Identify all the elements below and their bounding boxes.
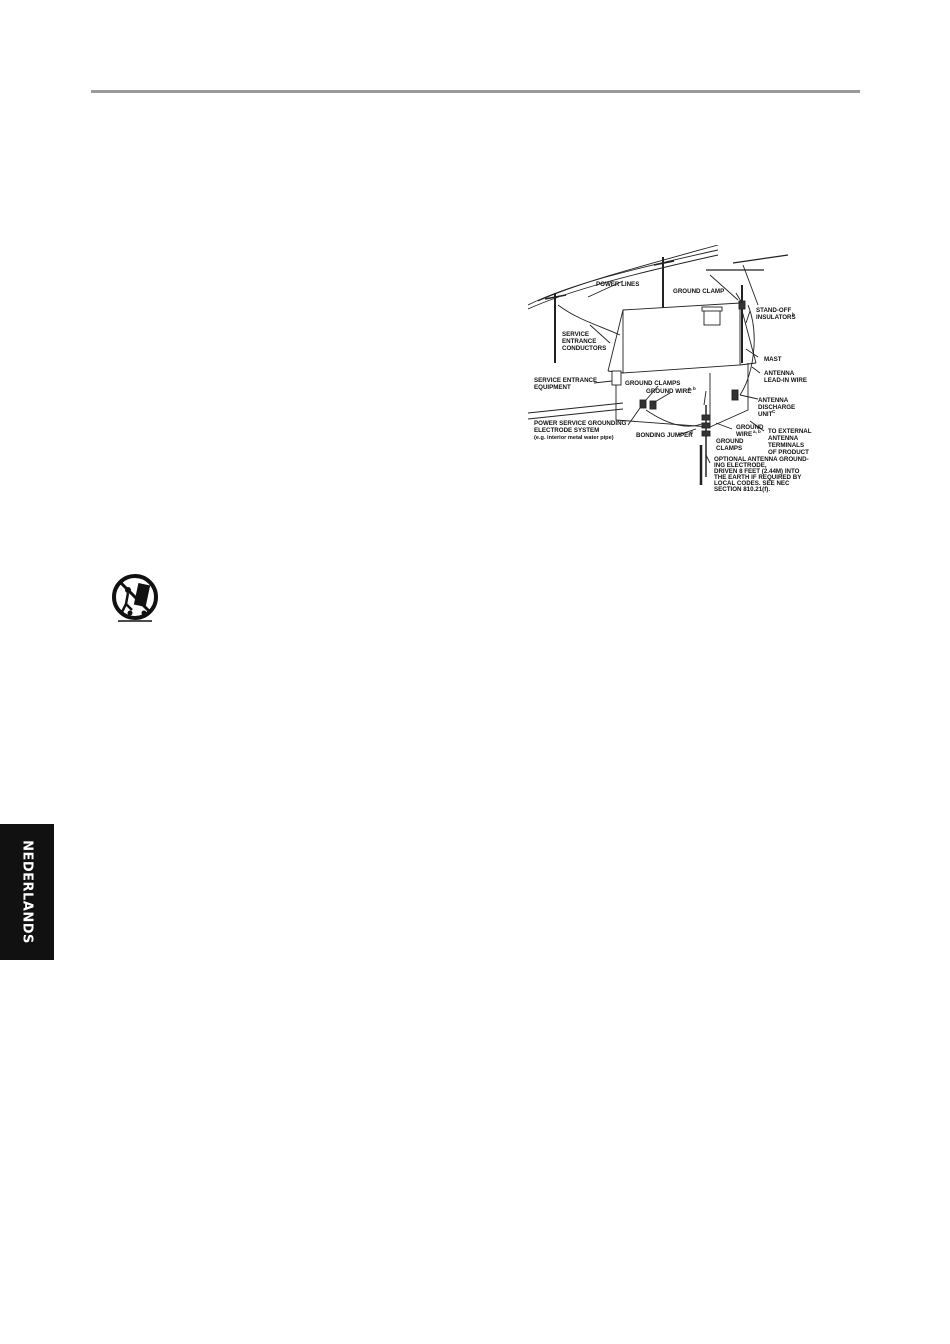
- label-power-lines: POWER LINES: [596, 281, 639, 288]
- label-ground-wire-right: WIRE: [736, 431, 752, 438]
- label-bonding-jumper-sup: d: [690, 430, 693, 435]
- cart-warning-icon: [110, 574, 160, 624]
- language-label: NEDERLANDS: [19, 840, 35, 944]
- label-optional-grounding-electrode: ING ELECTRODE,: [714, 462, 767, 469]
- antenna-grounding-diagram: POWER LINES SERVICE ENTRANCE CONDUCTORS …: [528, 245, 820, 495]
- label-power-service-grounding: POWER SERVICE GROUNDING: [534, 420, 627, 427]
- label-ground-clamps-bottom: CLAMPS: [716, 445, 742, 452]
- label-ground-wire-top-sup: a, b: [688, 386, 696, 391]
- label-external-antenna-terminals: TO EXTERNAL: [768, 428, 812, 435]
- label-ground-wire-right-sup: a, b: [753, 429, 761, 434]
- label-ground-clamps-bottom: GROUND: [716, 438, 744, 445]
- label-service-entrance-conductors: CONDUCTORS: [562, 345, 606, 352]
- header-rule: [91, 90, 860, 93]
- label-optional-grounding-electrode: OPTIONAL ANTENNA GROUND-: [714, 456, 809, 463]
- label-service-entrance-equipment: SERVICE ENTRANCE: [534, 377, 597, 384]
- label-external-antenna-terminals: ANTENNA: [768, 435, 799, 442]
- label-optional-grounding-electrode: LOCAL CODES. SEE NEC: [714, 480, 790, 487]
- label-power-service-grounding: ELECTRODE SYSTEM: [534, 427, 599, 434]
- label-discharge-sup: C: [772, 409, 776, 414]
- label-optional-grounding-electrode: SECTION 810.21(f).: [714, 486, 770, 493]
- label-ground-wire-right: GROUND: [736, 424, 764, 431]
- label-mast: MAST: [764, 356, 782, 363]
- label-antenna-lead-in-wire: ANTENNA: [764, 370, 795, 377]
- label-power-service-grounding: (e.g. interior metal water pipe): [534, 435, 614, 441]
- label-standoff-insulators: STAND-OFF: [756, 307, 792, 314]
- label-bonding-jumper: BONDING JUMPER: [636, 432, 693, 439]
- label-ground-clamp: GROUND CLAMP: [673, 288, 724, 295]
- label-optional-grounding-electrode: THE EARTH IF REQUIRED BY: [714, 474, 802, 481]
- label-standoff-insulators: INSULATORS: [756, 314, 796, 321]
- label-external-antenna-terminals: TERMINALS: [768, 442, 804, 449]
- label-ground-clamps-top: GROUND CLAMPS: [625, 380, 680, 387]
- language-side-tab: NEDERLANDS: [0, 824, 54, 960]
- label-antenna-discharge-unit: DISCHARGE: [758, 404, 795, 411]
- label-antenna-lead-in-wire: LEAD-IN WIRE: [764, 377, 807, 384]
- label-service-entrance-conductors: ENTRANCE: [562, 338, 596, 345]
- label-antenna-discharge-unit: UNIT: [758, 411, 773, 418]
- label-antenna-discharge-unit: ANTENNA: [758, 397, 789, 404]
- label-optional-grounding-electrode: DRIVEN 8 FEET (2.44M) INTO: [714, 468, 800, 475]
- label-external-antenna-terminals: OF PRODUCT: [768, 449, 809, 456]
- label-standoff-sup: b: [792, 312, 795, 317]
- label-service-entrance-conductors: SERVICE: [562, 331, 589, 338]
- label-ground-wire-top: GROUND WIRE: [646, 388, 691, 395]
- label-service-entrance-equipment: EQUIPMENT: [534, 384, 571, 391]
